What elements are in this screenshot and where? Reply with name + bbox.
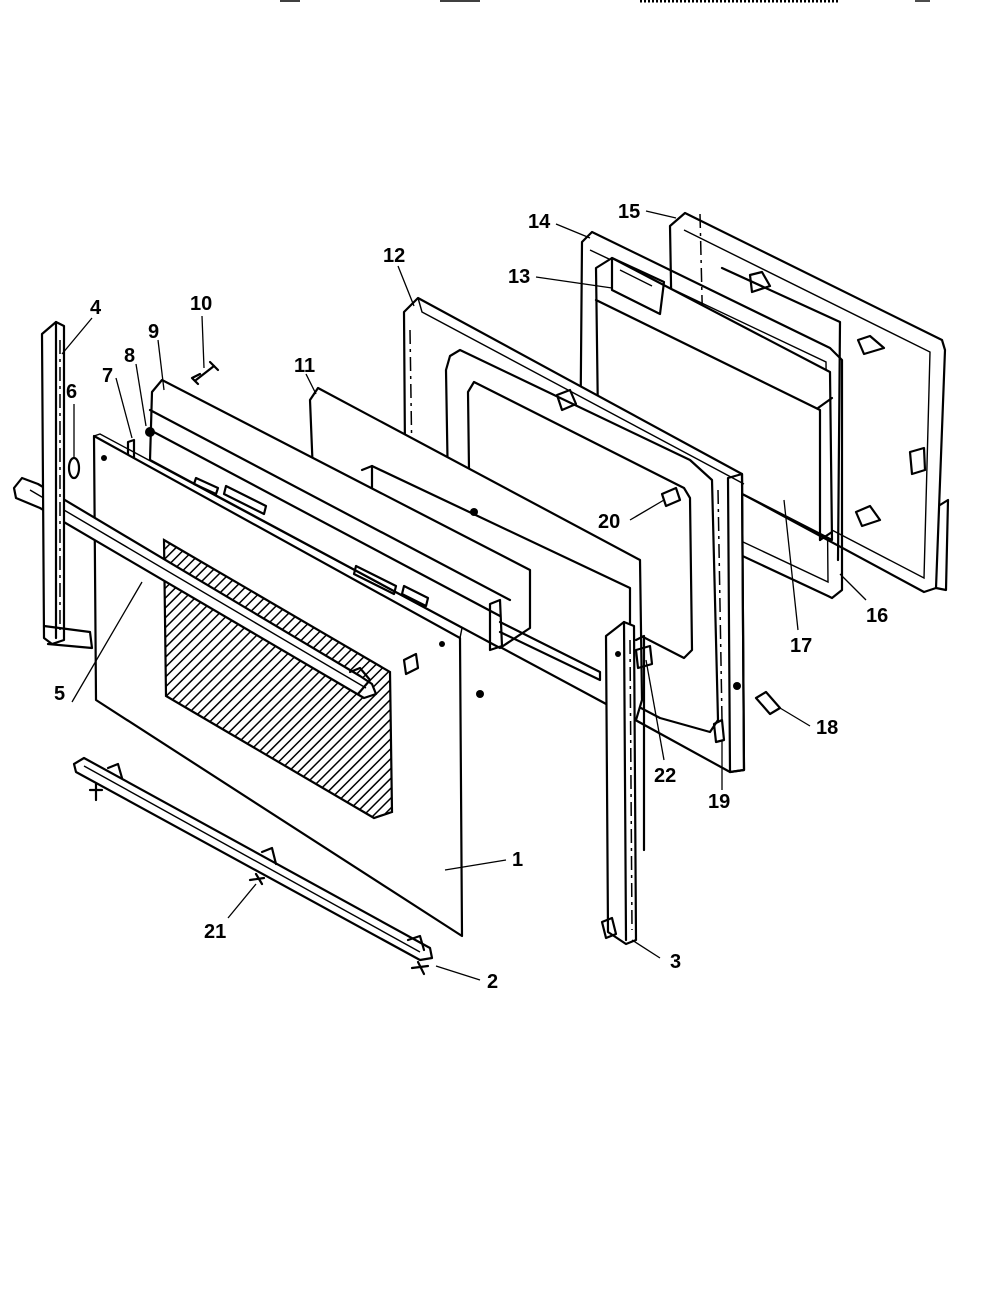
right-side-trim [600, 620, 646, 946]
callout-9: 9 [148, 321, 159, 343]
callout-4: 4 [90, 297, 102, 319]
clip-22 [634, 644, 654, 670]
callout-5: 5 [54, 683, 65, 705]
screw-10 [190, 360, 220, 386]
callout-2: 2 [487, 971, 498, 993]
left-side-trim [40, 320, 94, 650]
callout-12: 12 [383, 245, 405, 267]
callout-11: 11 [294, 355, 315, 377]
callout-3: 3 [670, 951, 681, 973]
callout-21: 21 [204, 921, 226, 943]
door-handle [12, 476, 378, 700]
screw-18 [754, 690, 782, 716]
callout-14: 14 [528, 211, 551, 233]
leader-lines [61, 210, 867, 981]
callout-1: 1 [512, 849, 523, 871]
screw-20 [660, 486, 682, 508]
bottom-trim-strip [72, 756, 434, 976]
callout-8: 8 [124, 345, 135, 367]
callout-22: 22 [654, 765, 676, 787]
callout-20: 20 [598, 511, 620, 533]
callout-7: 7 [102, 365, 113, 387]
callout-18: 18 [816, 717, 838, 739]
callout-15: 15 [618, 201, 640, 223]
callout-13: 13 [508, 266, 530, 288]
callout-19: 19 [708, 791, 730, 813]
callout-16: 16 [866, 605, 888, 627]
callout-labels: 1 2 3 4 5 6 7 8 9 10 11 12 13 14 15 16 1… [54, 201, 888, 993]
callout-17: 17 [790, 635, 812, 657]
callout-6: 6 [66, 381, 77, 403]
callout-10: 10 [190, 293, 212, 315]
control-panel-trim [126, 378, 602, 682]
